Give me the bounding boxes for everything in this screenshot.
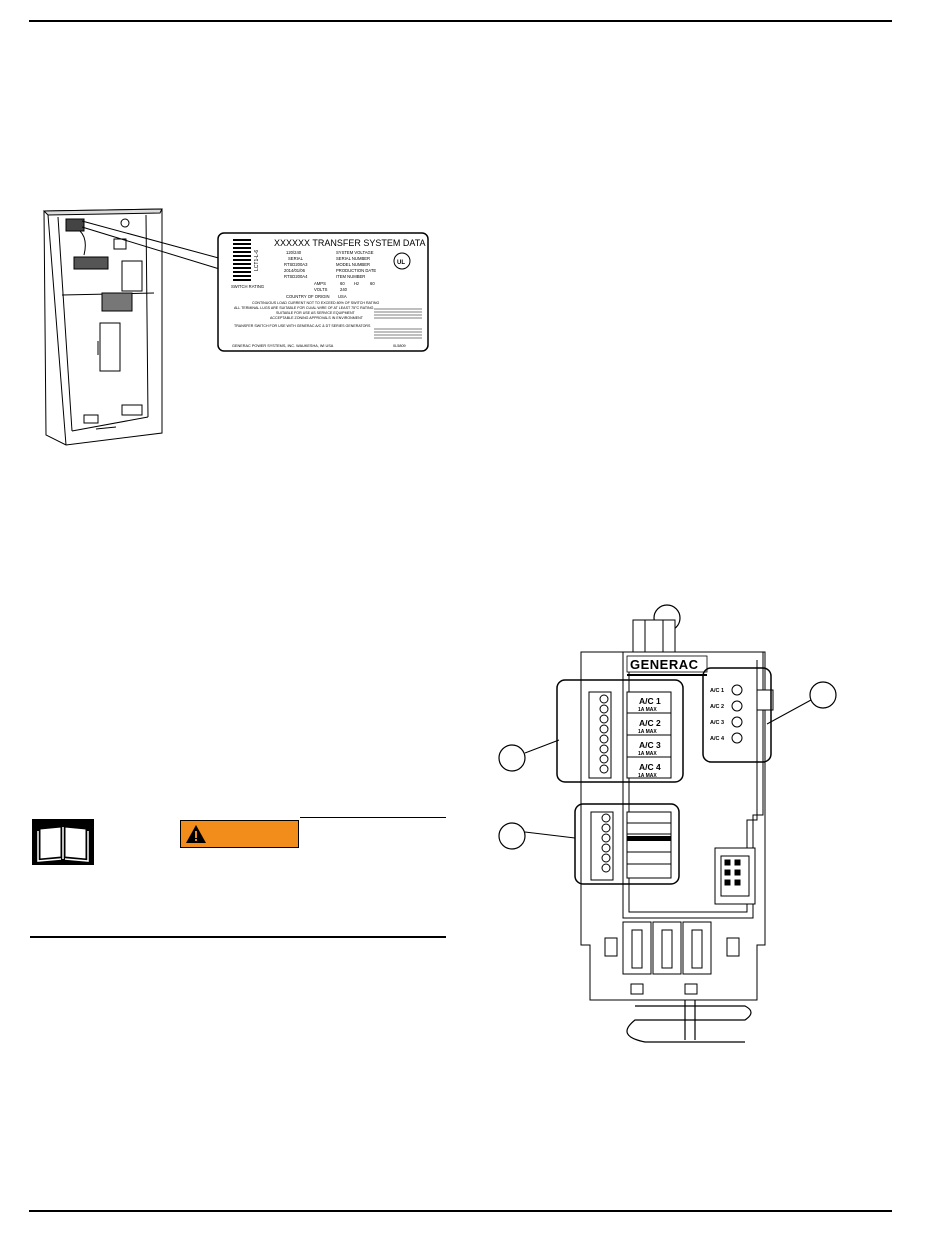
callout-circle	[498, 822, 526, 850]
label-right-field: PRODUCTION DATE	[336, 268, 376, 273]
led-label: A/C 1	[710, 688, 724, 694]
led-label: A/C 2	[710, 704, 724, 710]
header-rule	[29, 20, 892, 22]
hz-label: Hz	[354, 281, 359, 286]
label-left-value: 2014/01/06	[284, 268, 306, 273]
mounting-clip	[626, 1000, 752, 1043]
lower-terminal-group	[574, 803, 680, 885]
label-right-fields: SYSTEM VOLTAGE SERIAL NUMBER MODEL NUMBE…	[336, 250, 376, 279]
label-left-value: SERIAL	[288, 256, 304, 261]
generac-logo: GENERAC	[626, 655, 708, 676]
transfer-switch-enclosure	[42, 208, 163, 446]
label-left-values: 120/240 SERIAL RTSD200A3 2014/01/06 RTSD…	[284, 250, 308, 279]
led-indicator	[731, 684, 743, 696]
volts-value: 240	[340, 287, 348, 292]
ac-channel-label: A/C 2	[639, 718, 661, 728]
country-label: COUNTRY OF ORIGIN	[286, 294, 330, 299]
label-right-field: MODEL NUMBER	[336, 262, 370, 267]
led-indicator	[731, 716, 743, 728]
label-check-lines	[374, 308, 422, 339]
label-title: XXXXXX TRANSFER SYSTEM DATA	[274, 238, 426, 248]
label-barcode	[233, 239, 251, 281]
led-indicator-group: A/C 1 A/C 2 A/C 3 A/C 4	[702, 667, 772, 763]
ac-channel-rating: 1A MAX	[638, 729, 657, 735]
label-ratings: AMPS 60 Hz 60 SWITCH RATING VOLTS 240 CO…	[231, 281, 375, 299]
fuse-holders	[604, 921, 740, 995]
control-module-figure: GENERAC A/C 1 1A MAX A/C 2 1A MAX A/C 3 …	[498, 604, 837, 1043]
ac-channel-rating: 1A MAX	[638, 751, 657, 757]
warning-bottom-rule	[30, 936, 446, 938]
transfer-system-data-label: LCT1-L-6 XXXXXX TRANSFER SYSTEM DATA 120…	[217, 232, 429, 352]
label-right-field: ITEM NUMBER	[336, 274, 365, 279]
label-note: ALL TERMINAL LUGS ARE SUITABLE FOR CU/AL…	[234, 306, 374, 310]
ac-channel-rating: 1A MAX	[638, 707, 657, 713]
label-footer-right: 0L5809	[393, 344, 406, 348]
label-left-value: RTSD200A3	[284, 262, 308, 267]
switch-rating-label: SWITCH RATING	[231, 284, 264, 289]
callout-circle	[809, 681, 837, 709]
ac-terminal-group: A/C 1 1A MAX A/C 2 1A MAX A/C 3 1A MAX A…	[556, 679, 684, 783]
led-label: A/C 3	[710, 720, 724, 726]
warning-triangle-icon	[186, 825, 206, 843]
label-right-field: SYSTEM VOLTAGE	[336, 250, 374, 255]
warning-signal-box	[180, 820, 299, 848]
svg-text:UL: UL	[397, 260, 405, 266]
ac-channel-label: A/C 4	[639, 762, 661, 772]
label-right-field: SERIAL NUMBER	[336, 256, 370, 261]
footer-rule	[29, 1210, 892, 1212]
label-left-value: RTSD200A4	[284, 274, 308, 279]
label-side-code: LCT1-L-6	[254, 250, 260, 271]
amps-label: AMPS	[314, 281, 326, 286]
ac-channel-label: A/C 3	[639, 740, 661, 750]
amps-value: 60	[340, 281, 345, 286]
volts-label: VOLTS	[314, 287, 328, 292]
brand-wordmark: GENERAC	[630, 657, 699, 672]
callout-circle	[498, 744, 526, 772]
transfer-switch-label-figure: LCT1-L-6 XXXXXX TRANSFER SYSTEM DATA 120…	[42, 208, 429, 446]
warning-top-rule	[300, 817, 446, 818]
label-note: CONTINUOUS LOAD CURRENT NOT TO EXCEED 80…	[252, 301, 379, 305]
label-note: ACCEPTABLE ZONING APPROVALS IN ENVIRONME…	[270, 316, 364, 320]
led-indicator	[731, 732, 743, 744]
ac-channel-rating: 1A MAX	[638, 773, 657, 779]
label-notes: CONTINUOUS LOAD CURRENT NOT TO EXCEED 80…	[234, 301, 379, 328]
label-note: TRANSFER SWITCH FOR USE WITH GENERAC A/C…	[234, 324, 371, 328]
ul-listing-mark: UL	[393, 252, 411, 270]
led-label: A/C 4	[710, 736, 725, 742]
open-book-icon	[32, 819, 94, 865]
manual-warning-block	[30, 817, 446, 939]
label-left-value: 120/240	[286, 250, 302, 255]
ac-channel-label: A/C 1	[639, 696, 661, 706]
hz-value: 60	[370, 281, 375, 286]
led-indicator	[731, 700, 743, 712]
label-footer-left: GENERAC POWER SYSTEMS, INC. WAUKESHA, WI…	[232, 344, 334, 348]
label-note: SUITABLE FOR USE AS SERVICE EQUIPMENT	[276, 311, 356, 315]
country-value: USA	[338, 294, 347, 299]
